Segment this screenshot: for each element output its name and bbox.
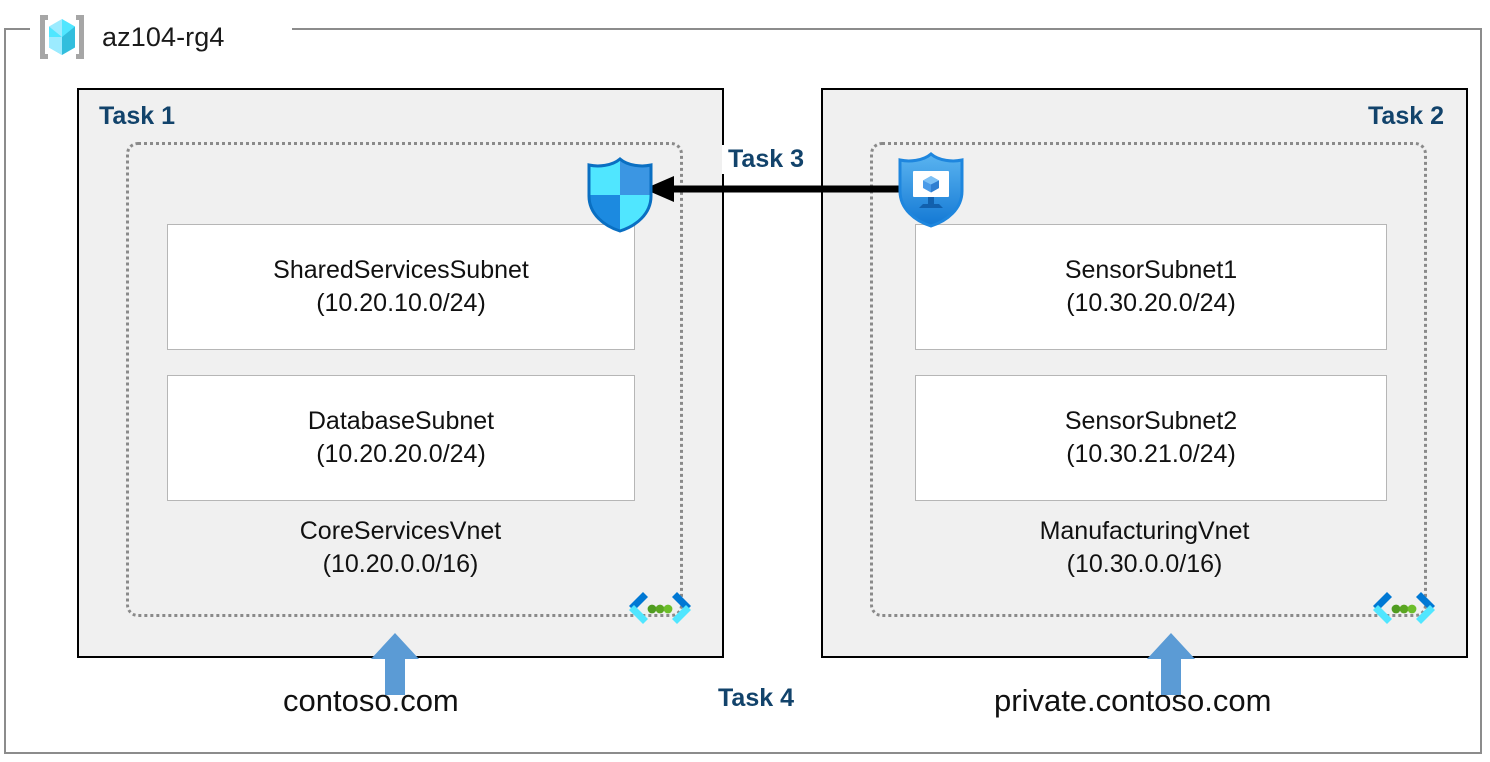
vnet-cidr: (10.20.0.0/16) <box>322 550 479 578</box>
subnet-name: DatabaseSubnet <box>307 407 495 435</box>
task-2-label: Task 2 <box>1368 102 1444 130</box>
subnet-sensorsubnet2: SensorSubnet2 (10.30.21.0/24) <box>915 375 1387 501</box>
vnet-name: CoreServicesVnet <box>299 517 502 545</box>
vnet-cidr: (10.30.0.0/16) <box>1066 550 1223 578</box>
subnet-sharedservicessubnet: SharedServicesSubnet (10.20.10.0/24) <box>167 224 635 350</box>
task-panel-2: Task 2 SensorSubnet1 (10.30.20.0/24) Sen… <box>821 88 1468 658</box>
task-4-label: Task 4 <box>718 684 794 712</box>
resource-group-name: az104-rg4 <box>102 21 225 52</box>
resource-group-header: az104-rg4 <box>36 8 224 66</box>
network-security-group-shield-icon <box>584 156 656 234</box>
dns-zone-contoso: contoso.com <box>283 683 459 718</box>
subnet-sensorsubnet1: SensorSubnet1 (10.30.20.0/24) <box>915 224 1387 350</box>
subnet-cidr: (10.30.20.0/24) <box>1066 289 1236 317</box>
virtual-network-icon <box>624 586 696 634</box>
subnet-name: SensorSubnet1 <box>1064 256 1238 284</box>
subnet-databasesubnet: DatabaseSubnet (10.20.20.0/24) <box>167 375 635 501</box>
vnet-caption-coreservicesvnet: CoreServicesVnet (10.20.0.0/16) <box>79 515 722 581</box>
subnet-name: SharedServicesSubnet <box>273 256 529 284</box>
task-1-label: Task 1 <box>99 102 175 130</box>
subnet-cidr: (10.30.21.0/24) <box>1066 440 1236 468</box>
vnet-caption-manufacturingvnet: ManufacturingVnet (10.30.0.0/16) <box>823 515 1466 581</box>
subnet-cidr: (10.20.20.0/24) <box>316 440 486 468</box>
vnet-coreservicesvnet <box>126 142 691 624</box>
resource-group-cube-icon <box>36 11 88 63</box>
resource-group-frame <box>4 28 1482 754</box>
subnet-name: SensorSubnet2 <box>1064 407 1238 435</box>
dns-link-arrow-right <box>1147 633 1195 695</box>
dns-zone-private-contoso: private.contoso.com <box>994 683 1272 718</box>
vnet-manufacturingvnet <box>870 142 1435 624</box>
task-3-label: Task 3 <box>722 145 810 174</box>
private-link-shield-icon <box>896 151 966 229</box>
virtual-network-icon <box>1368 586 1440 634</box>
subnet-cidr: (10.20.10.0/24) <box>316 289 486 317</box>
dns-link-arrow-left <box>371 633 419 695</box>
vnet-name: ManufacturingVnet <box>1039 517 1250 545</box>
peering-arrow <box>640 172 908 206</box>
